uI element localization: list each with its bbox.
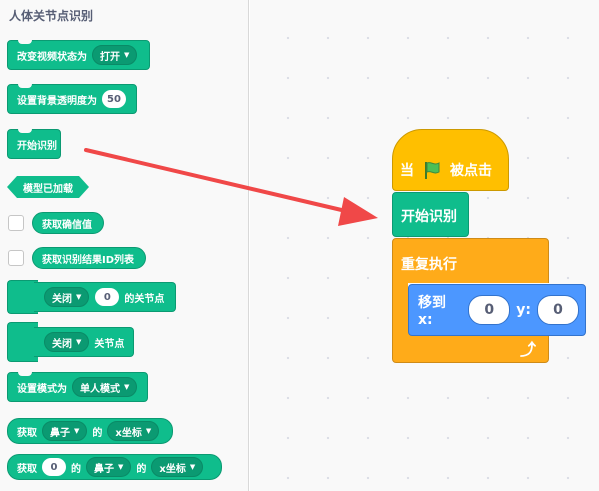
block-set-bg-transparency[interactable]: 设置背景透明度为 50 xyxy=(7,84,137,114)
dropdown-value: x坐标 xyxy=(159,463,186,475)
block-label: 获取确信值 xyxy=(42,219,92,231)
hat-prefix: 当 xyxy=(400,163,414,179)
joint-name-dropdown-2[interactable]: 鼻子 ▼ xyxy=(86,457,132,477)
block-palette: 人体关节点识别 改变视频状态为 打开 ▼ 设置背景透明度为 50 开始识别 模型已… xyxy=(0,0,249,491)
block-get-joint-coord[interactable]: 获取 鼻子▼ 的 x坐标▼ xyxy=(7,418,173,444)
hat-suffix: 被点击 xyxy=(450,163,492,179)
y-input[interactable]: 0 xyxy=(537,295,579,325)
person-index-input[interactable]: 0 xyxy=(42,458,66,476)
block-label: 获取识别结果ID列表 xyxy=(42,254,135,266)
confidence-checkbox[interactable] xyxy=(8,215,24,231)
dropdown-value: 打开 xyxy=(100,51,120,63)
coord-dropdown[interactable]: x坐标▼ xyxy=(107,421,160,441)
joint-toggle-dropdown[interactable]: 关闭 ▼ xyxy=(44,287,90,307)
go-to-xy-block[interactable]: 移到 x: 0 y: 0 xyxy=(408,284,586,336)
y-label: y: xyxy=(516,302,531,318)
hat-block-label: 当 被点击 xyxy=(400,160,492,180)
block-label: 的关节点 xyxy=(124,293,165,305)
start-recognition-script-block[interactable] xyxy=(392,192,469,237)
block-set-mode[interactable]: 设置模式为 单人模式 ▼ xyxy=(7,372,148,402)
block-label: 的 xyxy=(136,463,147,475)
caret-down-icon: ▼ xyxy=(74,427,80,435)
result-ids-checkbox[interactable] xyxy=(8,250,24,266)
block-joint-left-part xyxy=(7,280,38,314)
block-label: 的 xyxy=(71,463,81,475)
dropdown-value: 单人模式 xyxy=(80,383,120,395)
caret-down-icon: ▼ xyxy=(189,463,196,471)
block-label: 设置模式为 xyxy=(17,383,67,395)
joint-toggle-dropdown-2[interactable]: 关闭 ▼ xyxy=(44,332,90,352)
block-joint-points-toggle[interactable]: 关闭 ▼ 关节点 xyxy=(34,327,134,357)
go-to-label: 移到 x: xyxy=(418,295,446,328)
caret-down-icon: ▼ xyxy=(124,51,130,59)
caret-down-icon: ▼ xyxy=(145,427,152,435)
block-joint-points[interactable]: 关闭 ▼ 0 的关节点 xyxy=(34,282,176,312)
block-model-loaded[interactable]: 模型已加载 xyxy=(7,176,89,198)
transparency-input[interactable]: 50 xyxy=(102,90,126,108)
dropdown-value: x坐标 xyxy=(115,427,142,439)
joint-index-input[interactable]: 0 xyxy=(95,288,120,306)
mode-dropdown[interactable]: 单人模式 ▼ xyxy=(72,377,138,397)
dropdown-value: 关闭 xyxy=(52,293,72,305)
block-notch xyxy=(18,129,32,133)
block-label: 设置背景透明度为 xyxy=(17,95,97,107)
caret-down-icon: ▼ xyxy=(76,293,82,301)
block-label: 获取 xyxy=(17,463,37,475)
block-label: 开始识别 xyxy=(17,140,57,152)
dropdown-value: 鼻子 xyxy=(94,463,114,475)
green-flag-icon xyxy=(425,162,440,179)
video-state-dropdown[interactable]: 打开 ▼ xyxy=(92,45,138,65)
caret-down-icon: ▼ xyxy=(118,463,124,471)
joint-name-dropdown[interactable]: 鼻子 ▼ xyxy=(42,421,88,441)
block-start-recognition[interactable]: 开始识别 xyxy=(7,129,61,159)
block-get-result-ids[interactable]: 获取识别结果ID列表 xyxy=(32,247,146,269)
block-set-video-state[interactable]: 改变视频状态为 打开 ▼ xyxy=(7,40,150,70)
when-flag-clicked-block[interactable] xyxy=(392,129,509,191)
coord-dropdown-2[interactable]: x坐标▼ xyxy=(151,457,204,477)
block-label: 关节点 xyxy=(94,338,125,350)
caret-down-icon: ▼ xyxy=(76,338,82,346)
start-recognition-label: 开始识别 xyxy=(401,209,457,225)
block-notch xyxy=(18,372,32,376)
block-notch xyxy=(18,84,32,88)
block-notch xyxy=(18,40,32,44)
category-title: 人体关节点识别 xyxy=(9,9,94,23)
block-label: 的 xyxy=(92,427,103,439)
block-get-confidence[interactable]: 获取确信值 xyxy=(32,212,104,234)
block-get-person-joint-coord[interactable]: 获取 0 的 鼻子▼ 的 x坐标▼ xyxy=(7,454,222,480)
block-label: 改变视频状态为 xyxy=(17,51,87,63)
dropdown-value: 鼻子 xyxy=(50,427,70,439)
block-label: 模型已加载 xyxy=(23,183,73,195)
x-input[interactable]: 0 xyxy=(468,295,511,325)
block-joint-left-part-2 xyxy=(7,322,38,362)
forever-label: 重复执行 xyxy=(401,257,457,273)
block-label: 获取 xyxy=(17,427,37,439)
dropdown-value: 关闭 xyxy=(52,338,72,350)
loop-arrow-icon: ⤴ xyxy=(520,340,537,359)
caret-down-icon: ▼ xyxy=(124,383,130,391)
